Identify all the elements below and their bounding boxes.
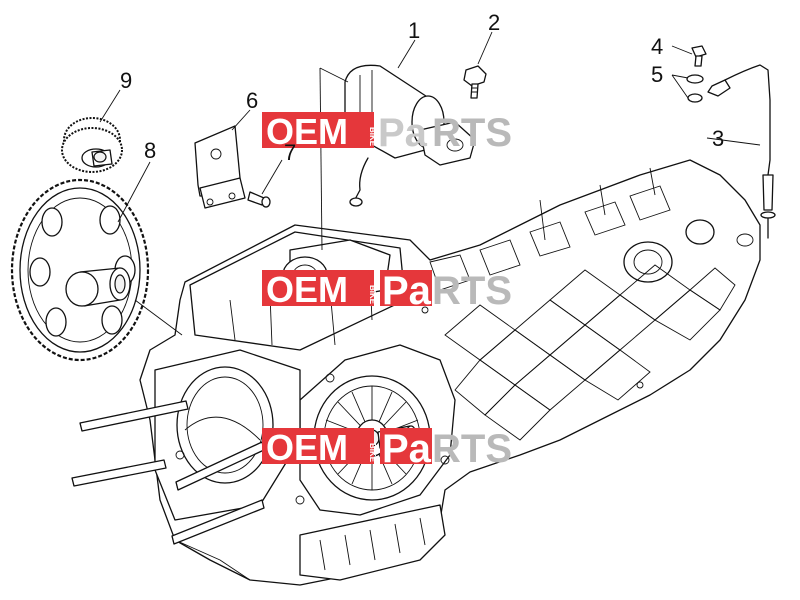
cylinder-studs	[71, 400, 265, 545]
bolt-part-2	[463, 65, 487, 99]
leader-lines	[99, 31, 761, 336]
bracket-part-6	[194, 125, 246, 209]
watermark-text: Pa	[382, 427, 432, 471]
callout-8: 8	[144, 138, 156, 163]
starter-gear	[10, 178, 150, 362]
lattice-ribs	[444, 264, 736, 441]
watermark-bottom: OEM BIKE Pa RTS	[262, 427, 512, 471]
washers-part-5	[686, 74, 704, 103]
watermark-text: OEM	[266, 269, 348, 310]
crankcase	[139, 159, 761, 586]
watermark-text: RTS	[432, 269, 512, 313]
callout-9: 9	[120, 68, 132, 93]
watermark-text: RTS	[432, 111, 512, 155]
sensor-cable	[707, 64, 776, 239]
callout-4: 4	[651, 34, 663, 59]
callout-1: 1	[408, 18, 420, 43]
watermark-small-text: BIKE	[368, 443, 377, 463]
callout-numbers: 1 2 3 4 5 6 7 8 9	[120, 10, 724, 165]
bolt-part-4	[691, 45, 707, 67]
watermark-middle: OEM BIKE Pa RTS	[262, 269, 512, 313]
watermark-text: Pa	[382, 269, 432, 313]
callout-7: 7	[284, 140, 296, 165]
watermark-text: OEM	[266, 427, 348, 468]
screw-part-7	[247, 191, 271, 208]
idler-gear	[61, 117, 123, 173]
watermark-text: OEM	[266, 111, 348, 152]
callout-6: 6	[246, 88, 258, 113]
watermark-text: Pa	[378, 111, 428, 155]
watermark-top: OEM BIKE Pa RTS	[262, 111, 512, 155]
callout-3: 3	[712, 126, 724, 151]
watermark-small-text: BIKE	[368, 127, 377, 147]
callout-5: 5	[651, 62, 663, 87]
watermark-text: RTS	[432, 427, 512, 471]
callout-2: 2	[488, 10, 500, 35]
watermark-small-text: BIKE	[368, 285, 377, 305]
